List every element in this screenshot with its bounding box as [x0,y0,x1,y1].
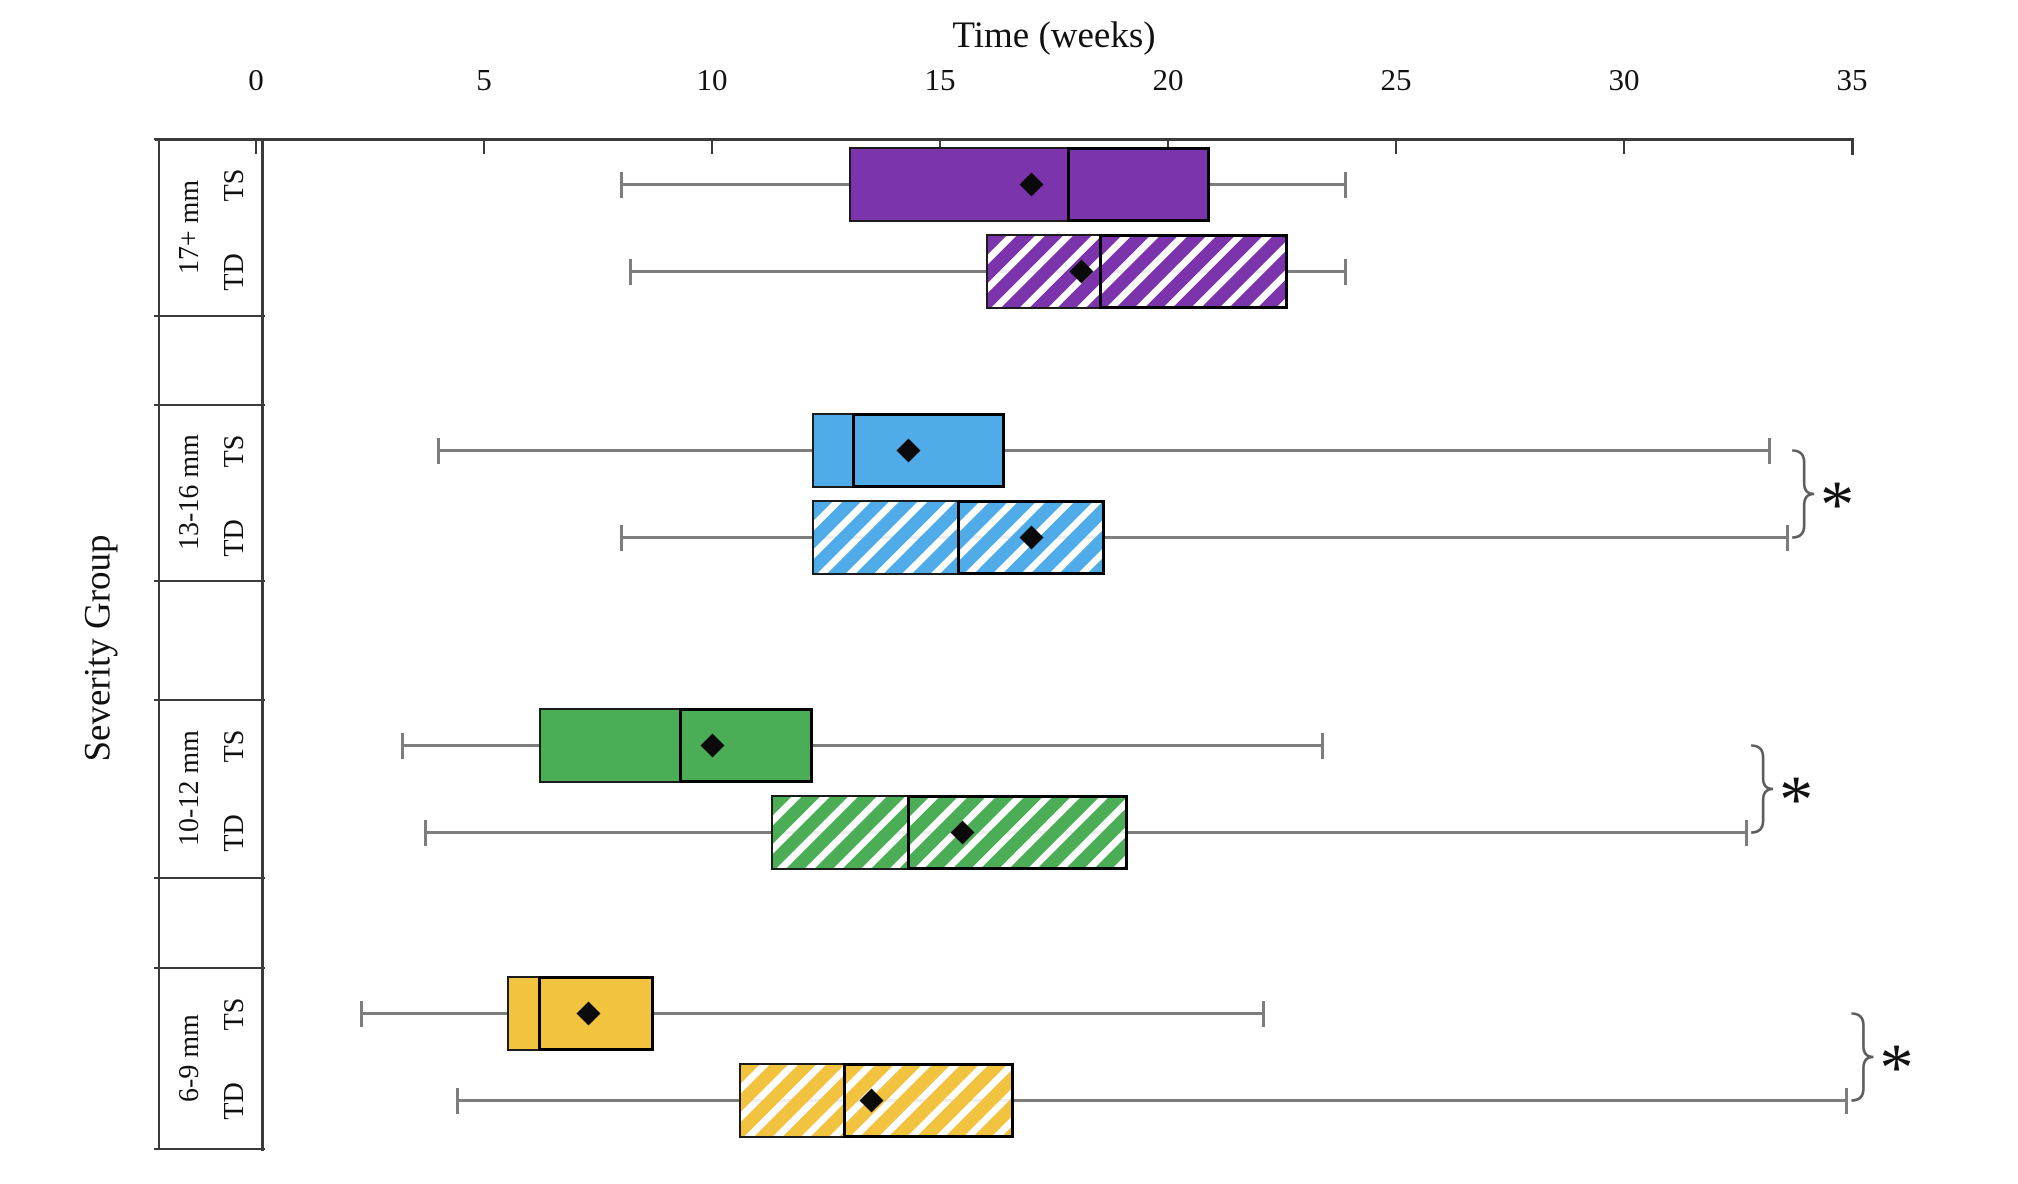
whisker-cap-low [437,437,441,464]
whisker-line [438,449,1770,452]
category-divider [154,315,265,317]
x-axis-line [155,138,1854,141]
series-label: TS [219,729,250,762]
x-tick-label: 5 [476,62,492,97]
series-label: TD [219,1081,250,1120]
category-divider [154,138,265,140]
box-median-q3 [957,500,1106,575]
group-label: 17+ mm [174,179,205,274]
group-label: 10-12 mm [174,730,205,846]
category-divider [154,699,265,701]
x-tick-label: 30 [1608,62,1640,97]
whisker-cap-low [619,524,623,551]
sig-bracket [1792,449,1815,539]
category-divider [154,877,265,879]
x-tick-label: 0 [248,62,264,97]
category-divider [154,404,265,406]
whisker-cap-high [1767,437,1771,464]
series-label: TS [219,168,250,201]
sig-asterisk: * [1779,761,1814,837]
box-q1-median [506,976,539,1051]
whisker-cap-low [359,1000,363,1027]
x-tick [711,141,713,154]
box-median-q3 [843,1063,1014,1138]
box-median-q3 [537,976,654,1051]
x-tick-label: 20 [1152,62,1184,97]
series-label: TS [219,434,250,467]
whisker-line [620,536,1789,539]
box-q1-median [739,1063,845,1138]
x-tick-label: 10 [696,62,728,97]
x-tick [1395,141,1397,154]
series-label: TD [219,518,250,557]
whisker-cap-high [1343,258,1347,285]
sig-bracket [1751,744,1774,834]
box-median-q3 [1098,234,1288,309]
box-q1-median [771,795,909,870]
whisker-cap-high [1261,1000,1265,1027]
box-median-q3 [907,795,1128,870]
category-divider [154,1148,265,1150]
x-tick [255,141,257,154]
x-tick-label: 25 [1380,62,1412,97]
x-tick-label: 35 [1836,62,1868,97]
whisker-line [401,744,1324,747]
whisker-cap-high [1321,732,1325,759]
x-axis-end-tick [1851,141,1854,155]
whisker-line [360,1012,1264,1015]
y-axis-line [261,138,264,1151]
group-label: 13-16 mm [174,434,205,550]
whisker-cap-low [619,171,623,198]
sig-bracket [1851,1012,1874,1102]
box-q1-median [538,708,681,783]
group-label: 6-9 mm [174,1013,205,1102]
box-q1-median [812,413,854,488]
x-axis-title: Time (weeks) [952,15,1156,56]
box-median-q3 [852,413,1005,488]
category-column-left-line [158,138,160,1148]
whisker-cap-high [1343,171,1347,198]
whisker-cap-low [455,1087,459,1114]
category-divider [154,580,265,582]
whisker-cap-high [1786,524,1790,551]
x-tick [483,141,485,154]
whisker-cap-low [423,819,427,846]
x-tick [1623,141,1625,154]
whisker-cap-high [1745,819,1749,846]
sig-asterisk: * [1879,1029,1914,1105]
series-label: TS [219,997,250,1030]
x-tick-label: 15 [924,62,956,97]
whisker-cap-low [400,732,404,759]
series-label: TD [219,813,250,852]
box-median-q3 [1066,147,1211,222]
series-label: TD [219,252,250,291]
box-q1-median [812,500,959,575]
whisker-cap-high [1845,1087,1849,1114]
box-median-q3 [679,708,814,783]
sig-asterisk: * [1820,466,1855,542]
whisker-line [456,1099,1848,1102]
whisker-cap-low [628,258,632,285]
category-divider [154,967,265,969]
